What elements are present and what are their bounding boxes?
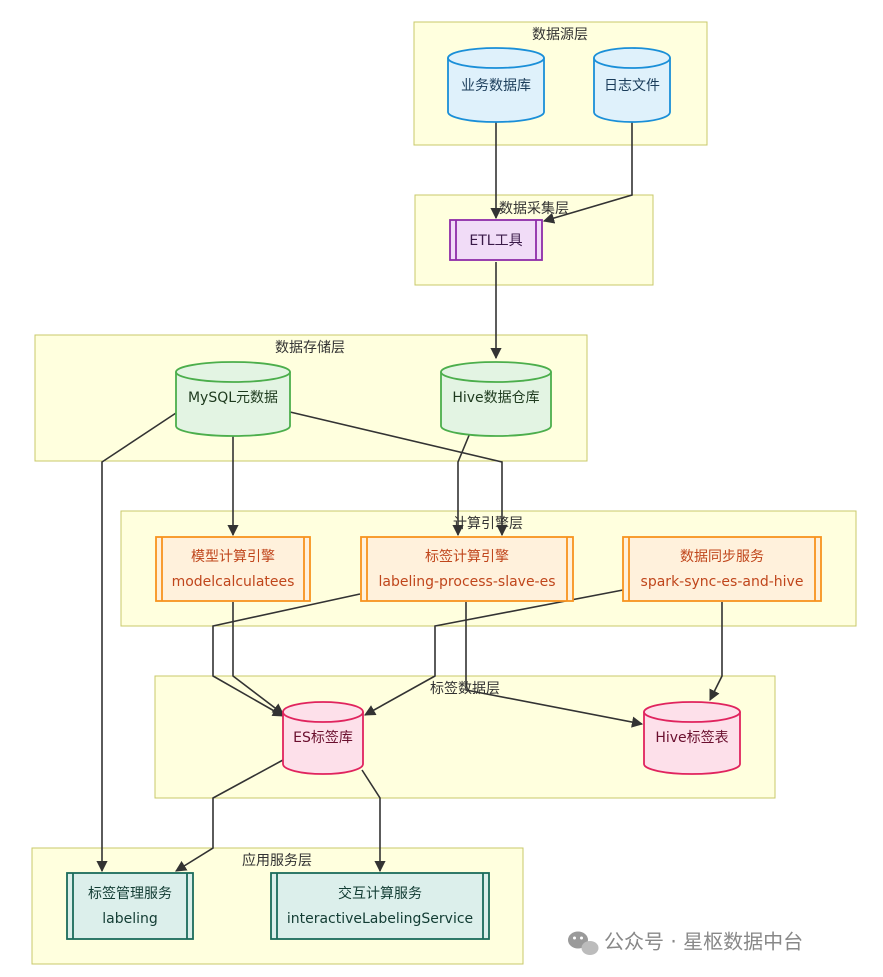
edge-es-tagmgr [175,759,284,872]
node-sync-title: 数据同步服务 [680,549,764,565]
edge-sync-hivetag [709,602,723,702]
edge-logfile-etl [542,120,633,224]
edge-mysql-tagmgr [96,412,177,873]
edge-model-es [232,602,284,715]
node-model: 模型计算引擎 modelcalculatees [155,536,311,602]
node-bizdb: 业务数据库 [447,47,545,123]
layer-compute-title: 计算引擎层 [453,516,523,532]
edge-labeling-hivetag [465,602,644,728]
watermark-text: 公众号 · 星枢数据中台 [604,930,803,954]
node-labeling-title: 标签计算引擎 [425,548,509,565]
node-model-title: 模型计算引擎 [191,549,275,565]
node-sync-sub: spark-sync-es-and-hive [641,574,804,590]
node-model-sub: modelcalculatees [172,574,295,590]
node-interactive: 交互计算服务 interactiveLabelingService [270,872,490,940]
node-logfile-label: 日志文件 [604,78,660,94]
edge-hive-labeling [452,432,471,537]
node-etl-label: ETL工具 [469,233,522,249]
node-interactive-sub: interactiveLabelingService [287,911,473,927]
node-mysql-label: MySQL元数据 [188,390,278,406]
node-interactive-title: 交互计算服务 [338,885,422,902]
node-es-label: ES标签库 [293,729,353,746]
edge-mysql-labeling [289,411,508,537]
edge-es-interactive [361,769,386,873]
node-tagmgr-title: 标签管理服务 [88,885,172,902]
edge-labeling-es [212,593,361,717]
watermark: 公众号 · 星枢数据中台 [568,930,803,955]
node-labeling-sub: labeling-process-slave-es [378,574,555,590]
node-bizdb-label: 业务数据库 [461,78,531,94]
layer-storage-title: 数据存储层 [275,340,345,356]
node-tagmgr-sub: labeling [102,911,158,927]
layer-collect-title: 数据采集层 [499,200,569,217]
node-hivetag: Hive标签表 [643,701,741,775]
edges [96,120,723,873]
edge-sync-es [364,589,624,716]
node-etl: ETL工具 [449,219,543,261]
node-labeling: 标签计算引擎 labeling-process-slave-es [360,536,574,602]
node-logfile: 日志文件 [593,47,671,123]
layer-source-title: 数据源层 [532,27,588,43]
node-mysql: MySQL元数据 [175,361,291,437]
layer-app-title: 应用服务层 [242,852,312,869]
node-hive-label: Hive数据仓库 [452,390,539,406]
node-hivetag-label: Hive标签表 [655,729,728,746]
node-tagmgr: 标签管理服务 labeling [66,872,194,940]
wechat-icon [568,931,599,955]
node-hive: Hive数据仓库 [440,361,552,437]
node-sync: 数据同步服务 spark-sync-es-and-hive [622,536,822,602]
node-es: ES标签库 [282,701,364,775]
